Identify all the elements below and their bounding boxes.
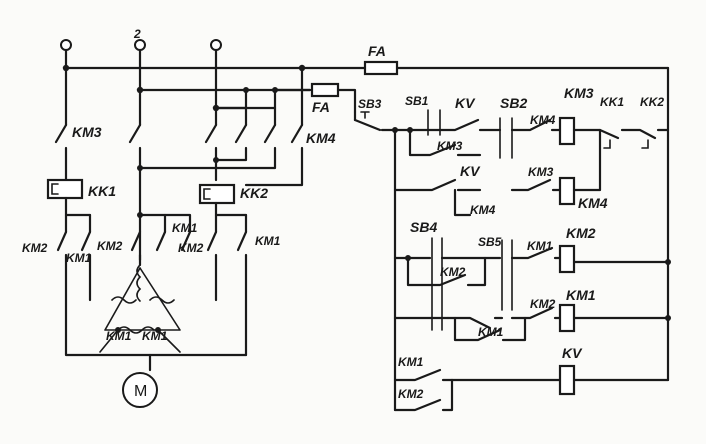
sb2-button: [499, 117, 513, 159]
km2-contact-b: [130, 230, 142, 252]
motor-windings: [99, 264, 181, 353]
km1-contact-a: [80, 230, 92, 252]
supply-terminal-l1: [60, 39, 72, 51]
sb5-label: SB5: [478, 235, 502, 249]
km1-e-label: KM1: [142, 329, 168, 343]
km1-contact-b: [155, 230, 167, 252]
km3-main-label: KM3: [72, 124, 102, 140]
km4-1-label: KM4: [530, 113, 556, 127]
km4-main-label: KM4: [306, 130, 336, 146]
km4-coil-label: KM4: [578, 195, 608, 211]
sb5-button: [501, 239, 513, 311]
kk1-contact-label: KK1: [600, 95, 624, 109]
km1-6-label: KM1: [398, 355, 424, 369]
fuse-fa-top-label: FA: [368, 43, 386, 59]
control-rail-left: [380, 128, 397, 412]
km3-contact-l3: [204, 123, 218, 144]
km1-a-label: KM1: [66, 251, 92, 265]
thermal-relay-kk1: [46, 178, 84, 200]
coil-km3: [558, 116, 576, 146]
control-circuit: SB3 SB1 KV SB2 KM4 KM3 KK1 KK2 KM3 KV KM…: [353, 66, 671, 412]
km2-6-label: KM2: [398, 387, 424, 401]
km3-3-label: KM3: [528, 165, 554, 179]
km2-contact-c: [180, 230, 192, 252]
fuse-fa-mid: [310, 82, 340, 98]
coil-km1: [558, 303, 576, 333]
km1-4-label: KM1: [527, 239, 553, 253]
terminal-l2-label: 2: [133, 27, 141, 41]
thermal-relay-kk2: [198, 183, 236, 205]
km2-b-label: KM2: [97, 239, 123, 253]
power-circuit: 2 FA FA KM3: [22, 27, 670, 408]
sb3-stop-button: [353, 118, 382, 132]
kv-1-label: KV: [455, 95, 476, 111]
sb1-button: [427, 109, 441, 136]
km2-a-label: KM2: [22, 241, 48, 255]
km3-coil-label: KM3: [564, 85, 594, 101]
sb4-label: SB4: [410, 219, 437, 235]
coil-kv: [558, 364, 576, 396]
sb2-label: SB2: [500, 95, 527, 111]
km2-c-label: KM2: [178, 241, 204, 255]
fuse-fa-top: [363, 60, 399, 76]
km2-5-label: KM2: [530, 297, 556, 311]
supply-terminal-l2: [134, 39, 146, 51]
km3-contact-l2: [128, 123, 142, 144]
km3-contact-l1: [54, 123, 68, 144]
km1-c-label: KM1: [255, 234, 281, 248]
km1-contact-c: [206, 230, 218, 252]
km3-2-label: KM3: [437, 139, 463, 153]
km1-contact-d: [236, 230, 248, 252]
km2-coil-label: KM2: [566, 225, 596, 241]
km4-2-label: KM4: [470, 203, 496, 217]
coil-km4: [558, 176, 576, 206]
km2-contact-a: [56, 230, 68, 252]
sb3-label: SB3: [358, 97, 382, 111]
kv-2-label: KV: [460, 163, 481, 179]
kk2-label: KK2: [240, 185, 268, 201]
sb1-label: SB1: [405, 94, 429, 108]
km2-4-label: KM2: [440, 265, 466, 279]
kv-coil-label: KV: [562, 345, 583, 361]
kk1-label: KK1: [88, 183, 116, 199]
km1-b-label: KM1: [172, 221, 198, 235]
kk2-contact-label: KK2: [640, 95, 664, 109]
supply-terminal-l3: [210, 39, 222, 51]
coil-km2: [558, 244, 576, 274]
km1-5-label: KM1: [478, 325, 504, 339]
motor-label: M: [134, 383, 147, 400]
motor-symbol: [122, 372, 158, 408]
km1-d-label: KM1: [106, 329, 132, 343]
fuse-fa-mid-label: FA: [312, 99, 330, 115]
km1-coil-label: KM1: [566, 287, 596, 303]
